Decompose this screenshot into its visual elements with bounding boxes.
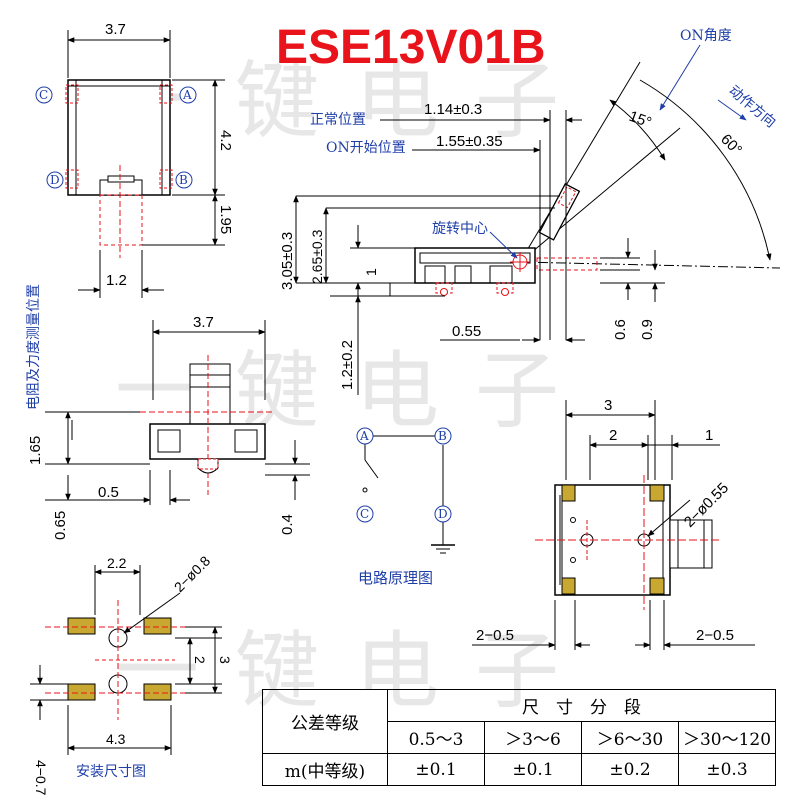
angle-15-label: 15° bbox=[627, 108, 654, 132]
angle-60-label: 60° bbox=[717, 131, 745, 159]
on-angle-label: ON角度 bbox=[680, 28, 732, 44]
circuit-c-icon: C bbox=[356, 505, 374, 523]
dim-mount-22: 2.2 bbox=[107, 555, 127, 571]
dim-br-right-pad: 2−0.5 bbox=[696, 627, 734, 644]
range-cell: ＞30～120 bbox=[678, 721, 776, 754]
dim-br-2: 2 bbox=[609, 427, 617, 444]
svg-text:B: B bbox=[179, 173, 188, 187]
dim-top-width: 3.7 bbox=[105, 21, 126, 38]
dim-265: 2.65±0.3 bbox=[309, 229, 325, 284]
dim-1: 1 bbox=[363, 268, 379, 276]
dim-mount-407: 4−0.7 bbox=[33, 760, 49, 796]
svg-text:C: C bbox=[360, 507, 369, 521]
direction-label: 动作方向 bbox=[725, 83, 778, 131]
tolerance-value: ±0.1 bbox=[387, 753, 485, 786]
dim-165: 1.65 bbox=[27, 436, 44, 465]
tolerance-value: ±0.1 bbox=[484, 753, 582, 786]
svg-text:A: A bbox=[359, 429, 369, 443]
dim-normal-position: 1.14±0.3 bbox=[424, 101, 482, 118]
dim-055: 0.55 bbox=[452, 323, 481, 340]
dim-12: 1.2±0.2 bbox=[339, 340, 356, 390]
dim-065: 0.65 bbox=[52, 511, 69, 540]
tolerance-table: 公差等级 尺 寸 分 段 0.5～3 ＞3～6 ＞6～30 ＞30～120 m(… bbox=[262, 689, 776, 786]
mount-caption: 安装尺寸图 bbox=[76, 764, 146, 780]
svg-text:子: 子 bbox=[475, 342, 559, 440]
dim-mount-2: 2 bbox=[192, 656, 208, 664]
dim-top-bottom-width: 1.2 bbox=[106, 272, 127, 289]
terminal-c-icon: C bbox=[35, 86, 53, 104]
svg-text:B: B bbox=[438, 429, 447, 443]
dim-br-left-pad: 2−0.5 bbox=[476, 627, 514, 644]
side-view: ON角度 动作方向 15° 60° 正常位置 1.14±0.3 bbox=[279, 28, 781, 395]
circuit-a-icon: A bbox=[356, 427, 374, 445]
on-start-label: ON开始位置 bbox=[326, 140, 406, 156]
dim-br-3: 3 bbox=[604, 397, 612, 414]
dim-mount-3: 3 bbox=[217, 656, 233, 664]
dim-on-start: 1.55±0.35 bbox=[436, 133, 503, 150]
svg-text:电: 电 bbox=[355, 342, 439, 440]
range-cell: 0.5～3 bbox=[387, 721, 485, 754]
svg-text:A: A bbox=[182, 88, 192, 102]
tolerance-header-label: 公差等级 bbox=[262, 689, 388, 754]
range-cell: ＞6～30 bbox=[581, 721, 679, 754]
dim-front-width: 3.7 bbox=[193, 314, 214, 331]
svg-text:一: 一 bbox=[115, 622, 199, 720]
svg-text:键: 键 bbox=[235, 52, 319, 150]
svg-text:D: D bbox=[50, 173, 60, 187]
dim-top-tab: 1.95 bbox=[217, 205, 234, 234]
dim-mount-43: 4.3 bbox=[106, 731, 126, 747]
grade-label: m(中等级) bbox=[262, 753, 388, 786]
circuit-caption: 电路原理图 bbox=[358, 569, 433, 587]
svg-text:C: C bbox=[39, 88, 48, 102]
dim-mount-hole: 2−ø0.8 bbox=[171, 553, 214, 596]
range-cell: ＞3～6 bbox=[484, 721, 582, 754]
circuit-d-icon: D bbox=[434, 505, 452, 523]
mounting-footprint: 2.2 2−ø0.8 2 3 4.3 4−0.7 安装尺寸图 bbox=[30, 553, 233, 796]
bottom-view: 3 2 1 2−ø0.55 2−0.5 bbox=[472, 397, 755, 650]
front-view: 电阻及力度测量位置 3.7 1.65 0.65 0.5 0.4 bbox=[26, 284, 310, 540]
rotation-center-label: 旋转中心 bbox=[432, 221, 488, 237]
normal-position-label: 正常位置 bbox=[310, 112, 366, 128]
svg-text:子: 子 bbox=[475, 52, 559, 150]
dim-05: 0.5 bbox=[98, 484, 119, 501]
top-view: 3.7 C A D B 4.2 1.95 bbox=[35, 21, 234, 298]
circuit-diagram: A B C D 电路原理图 bbox=[356, 427, 455, 587]
dim-305: 3.05±0.3 bbox=[279, 232, 296, 290]
tolerance-value: ±0.2 bbox=[581, 753, 679, 786]
tolerance-range-header: 尺 寸 分 段 bbox=[387, 689, 776, 722]
dim-br-1: 1 bbox=[705, 427, 713, 444]
measurement-position-label: 电阻及力度测量位置 bbox=[26, 284, 42, 410]
dim-09: 0.9 bbox=[639, 319, 656, 340]
svg-text:D: D bbox=[438, 507, 448, 521]
terminal-a-icon: A bbox=[179, 86, 197, 104]
tolerance-value: ±0.3 bbox=[678, 753, 776, 786]
circuit-b-icon: B bbox=[434, 427, 452, 445]
dim-04: 0.4 bbox=[279, 514, 296, 535]
svg-text:电: 电 bbox=[355, 52, 439, 150]
terminal-d-icon: D bbox=[46, 171, 64, 189]
terminal-b-icon: B bbox=[175, 171, 193, 189]
dim-06: 0.6 bbox=[612, 319, 629, 340]
dim-top-height: 4.2 bbox=[217, 130, 234, 151]
page-title: ESE13V01B bbox=[276, 21, 546, 74]
